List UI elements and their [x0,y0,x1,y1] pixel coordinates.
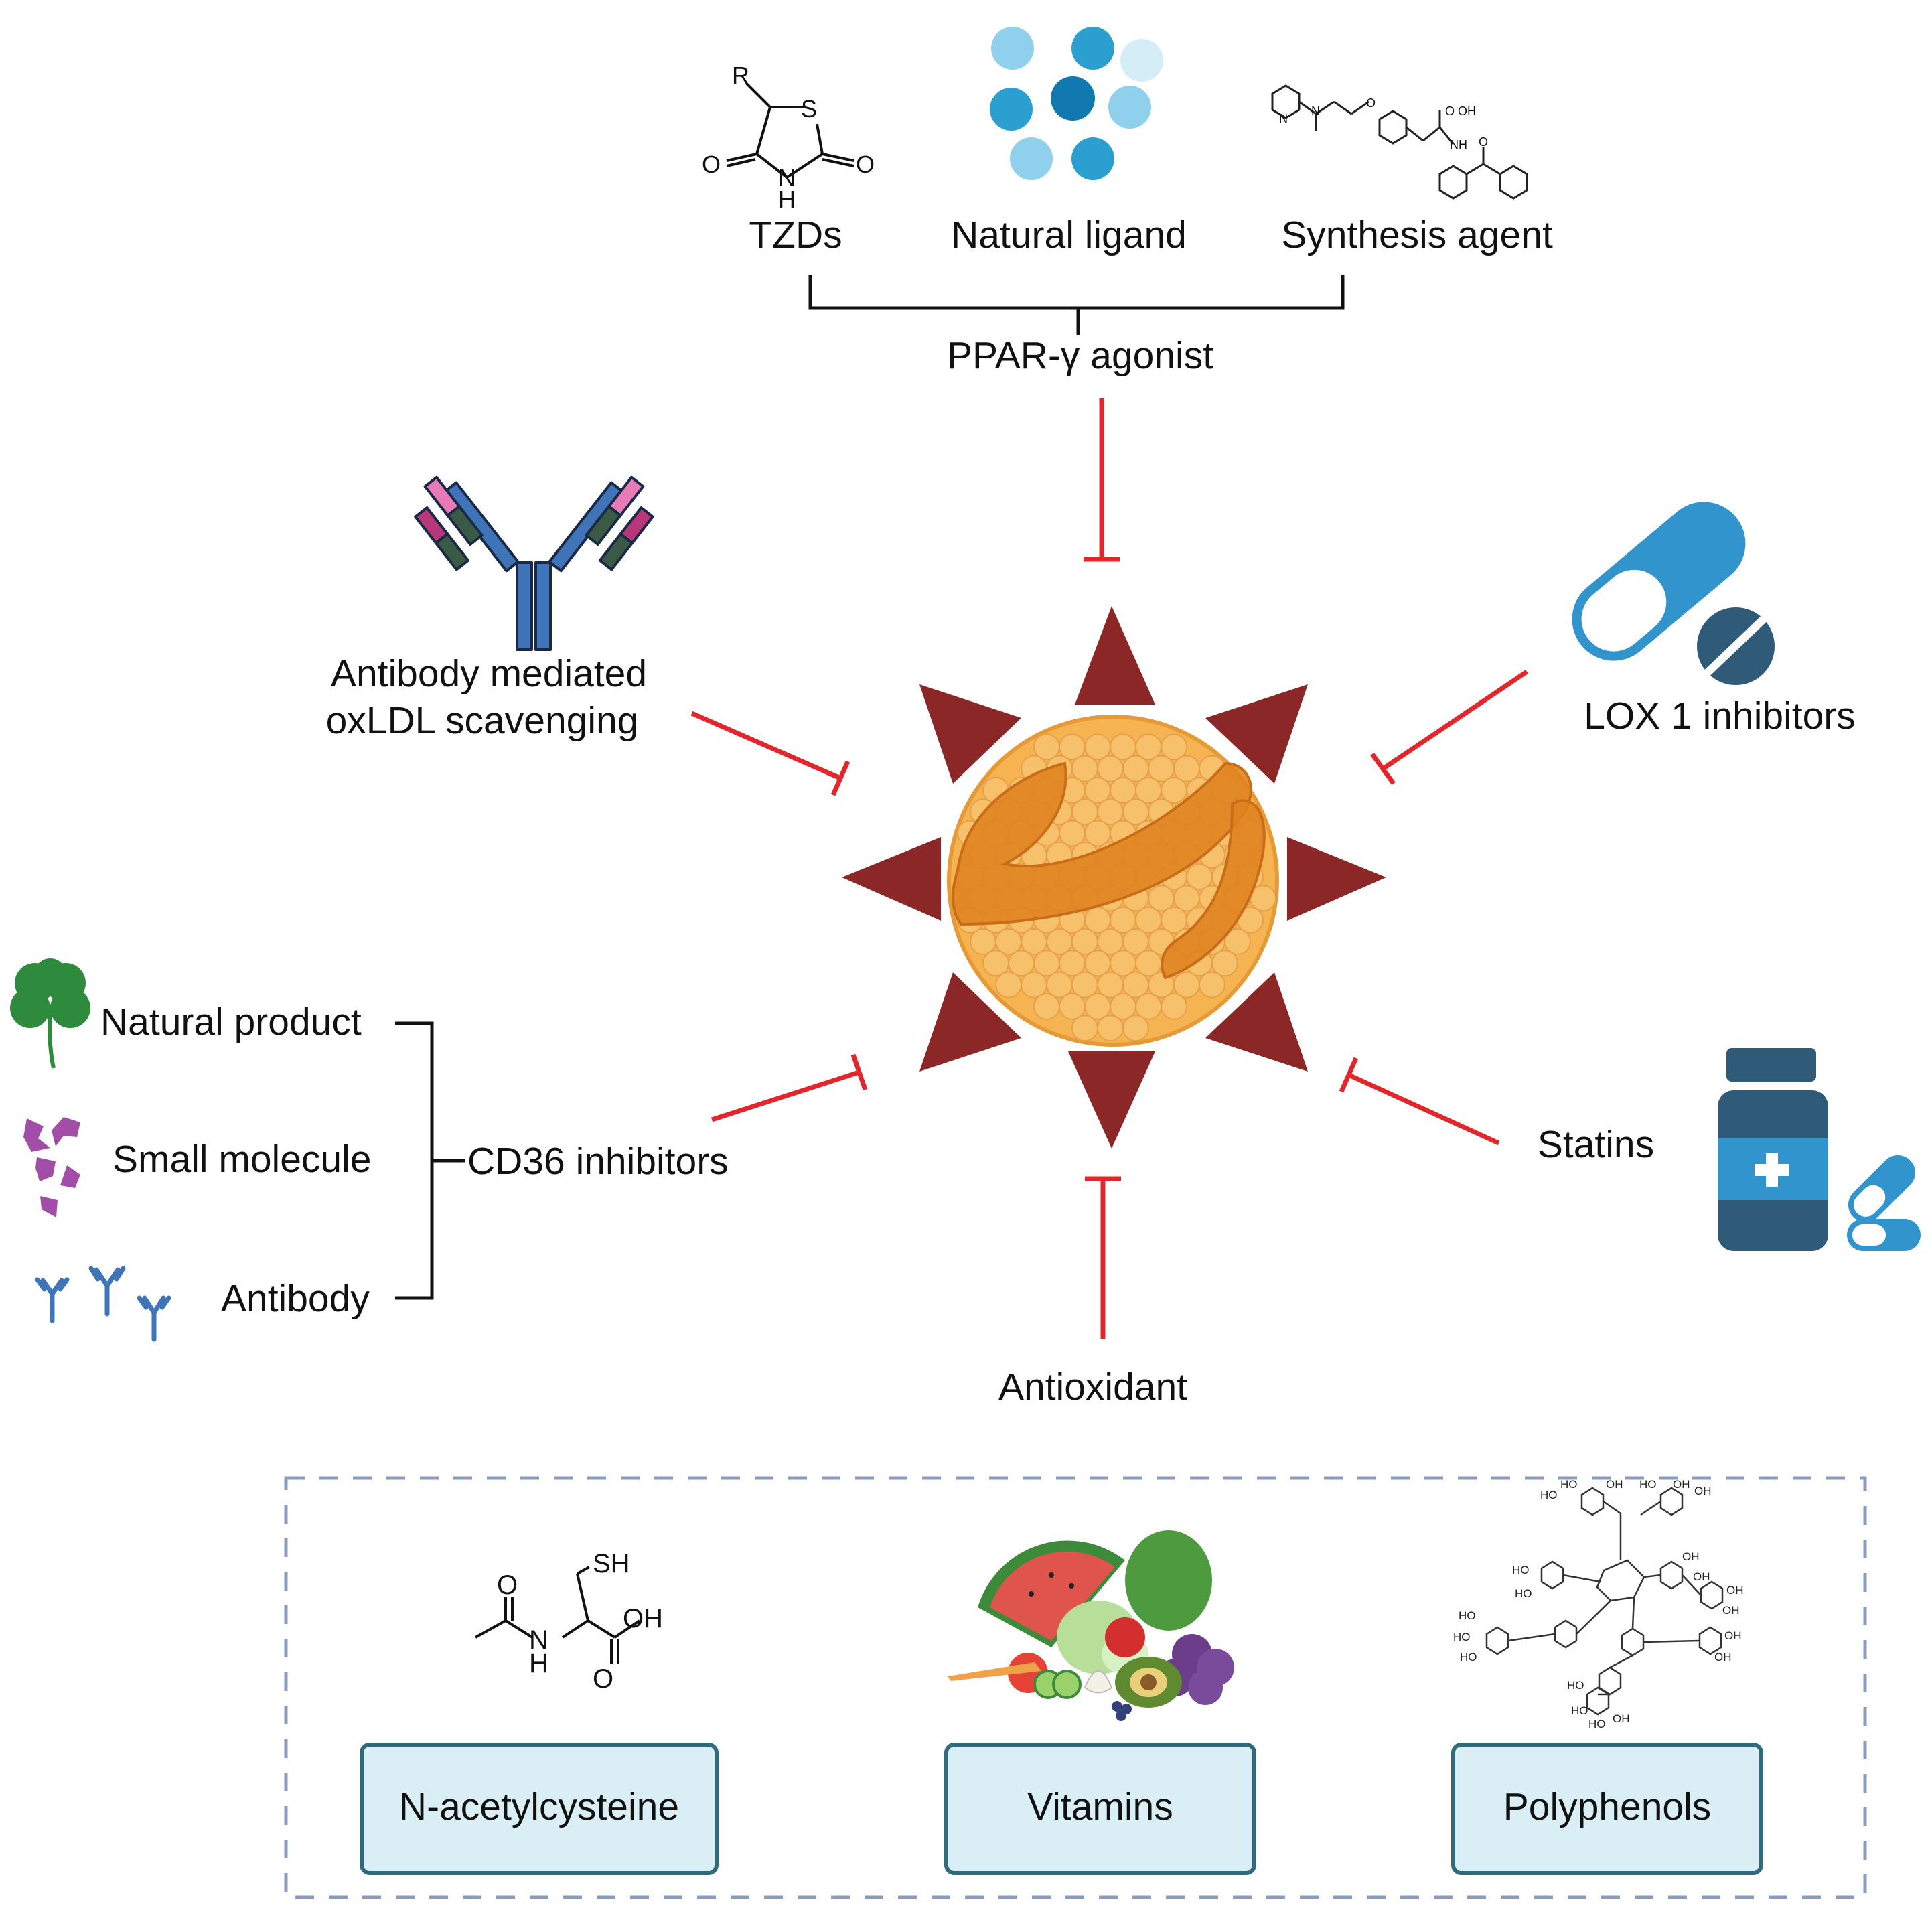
synthesis-agent-structure-icon [1271,84,1528,200]
svg-text:HO: HO [1571,1704,1588,1717]
tzd-o-right-atom: O [856,151,875,178]
inhibit-arrow-lower-left [711,1069,861,1122]
oxldl-bubble [1071,1015,1098,1042]
svg-text:HO: HO [1515,1587,1532,1600]
svg-text:OH: OH [1726,1584,1744,1597]
synthesis-nh-group: NH [1450,138,1467,151]
antibody-icon [414,475,654,651]
synthesis-o2-atom: O [1479,135,1488,149]
antioxidant-box-label: Vitamins [1027,1785,1173,1828]
capsule-pair-icon [1847,1155,1921,1251]
synthesis-oh-group: O OH [1445,104,1476,118]
fruits-vegetables-icon [948,1530,1234,1721]
antioxidant-box-1: Vitamins [944,1743,1256,1875]
statins-label: Statins [1538,1123,1654,1166]
antioxidant-box-0: N-acetylcysteine [360,1743,719,1875]
cd36-inhibitors-label: CD36 inhibitors [467,1140,729,1183]
tzd-r-atom: R [732,62,749,89]
antioxidant-label: Antioxidant [998,1365,1187,1408]
natural-ligand-spheres-icon [990,27,1163,180]
svg-text:OH: OH [1694,1485,1712,1497]
inhibit-arrow-upper-left [690,711,842,781]
svg-text:OH: OH [1722,1604,1740,1617]
clover-icon [10,958,90,1069]
oxldl-particle-icon [842,606,1386,1149]
oxldl-bubble [1199,971,1225,999]
svg-text:HO: HO [1567,1679,1584,1692]
ppar-agonist-label: PPAR-γ agonist [947,334,1213,377]
oxldl-bubble [1122,1015,1149,1042]
antibody-group-icon [35,1266,171,1342]
antibody-label: Antibody [221,1277,370,1320]
oxldl-band-upper [952,761,1253,926]
inhibition-arrows [690,398,1528,1339]
nac-oh: OH [623,1604,663,1633]
svg-text:HO: HO [1459,1609,1476,1622]
inhibit-arrow-upper-right [1382,670,1528,771]
tzd-s-atom: S [801,95,817,123]
tzd-structure-icon [726,82,854,179]
svg-text:HO: HO [1560,1478,1578,1491]
small-molecule-label: Small molecule [113,1138,371,1181]
antioxidant-box-label: N-acetylcysteine [399,1785,679,1828]
cd36-bracket [395,1021,465,1300]
antibody-mediated-label-line1: Antibody mediated [331,652,647,695]
svg-text:HO: HO [1639,1478,1657,1491]
oxldl-bubble [1097,1015,1124,1042]
nac-o-bottom: O [593,1664,613,1694]
nac-h: H [529,1649,548,1678]
antioxidant-box-2: Polyphenols [1451,1743,1763,1875]
svg-text:OH: OH [1693,1570,1710,1583]
svg-text:HO: HO [1453,1631,1471,1643]
polyphenol-structure-icon [1485,1487,1724,1716]
oxldl-bubble [995,971,1022,999]
medicine-bottle-icon [1718,1048,1828,1251]
oxldl-bubble [1211,950,1238,977]
oxldl-band-right [1161,799,1266,980]
svg-text:HO: HO [1512,1564,1530,1576]
natural-ligand-label: Natural ligand [951,214,1187,256]
nac-sh: SH [593,1549,630,1578]
svg-text:OH: OH [1714,1651,1732,1664]
oxldl-bubble [1161,733,1187,761]
tzds-label: TZDs [749,214,842,256]
antioxidant-dashed-container [284,1476,1867,1899]
nac-o-top: O [497,1570,518,1600]
oxldl-bubble [1161,992,1187,1020]
inhibit-arrow-lower-right [1347,1072,1500,1146]
antibody-mediated-label-line2: oxLDL scavenging [326,699,639,742]
synthesis-agent-label: Synthesis agent [1281,214,1553,256]
oxldl-bubble [1224,928,1251,955]
natural-product-label: Natural product [100,1001,362,1043]
svg-text:HO: HO [1540,1489,1558,1501]
acetylcysteine-structure-icon [475,1566,641,1664]
tzd-h-atom: H [778,186,796,213]
oxldl-bubble [1033,992,1060,1020]
svg-text:OH: OH [1673,1478,1690,1491]
synthesis-n2-atom: N [1311,104,1320,118]
svg-text:HO: HO [1588,1718,1606,1730]
svg-text:OH: OH [1682,1550,1700,1563]
tzd-n-atom: N [778,164,796,192]
svg-text:OH: OH [1724,1629,1742,1642]
svg-text:OH: OH [1613,1712,1630,1725]
svg-text:HO: HO [1460,1651,1477,1664]
antioxidant-box-label: Polyphenols [1503,1785,1712,1828]
synthesis-o-atom: O [1366,96,1376,110]
svg-text:OH: OH [1606,1478,1623,1491]
small-molecule-icon [23,1117,80,1217]
lox1-inhibitors-label: LOX 1 inhibitors [1584,694,1856,737]
oxldl-spikes [842,606,1386,1149]
nac-n: N [529,1625,548,1655]
tzd-o-left-atom: O [702,151,721,178]
capsule-pill-icon [1572,502,1775,685]
ppar-bracket [808,275,1345,335]
synthesis-n-atom: N [1279,112,1288,125]
